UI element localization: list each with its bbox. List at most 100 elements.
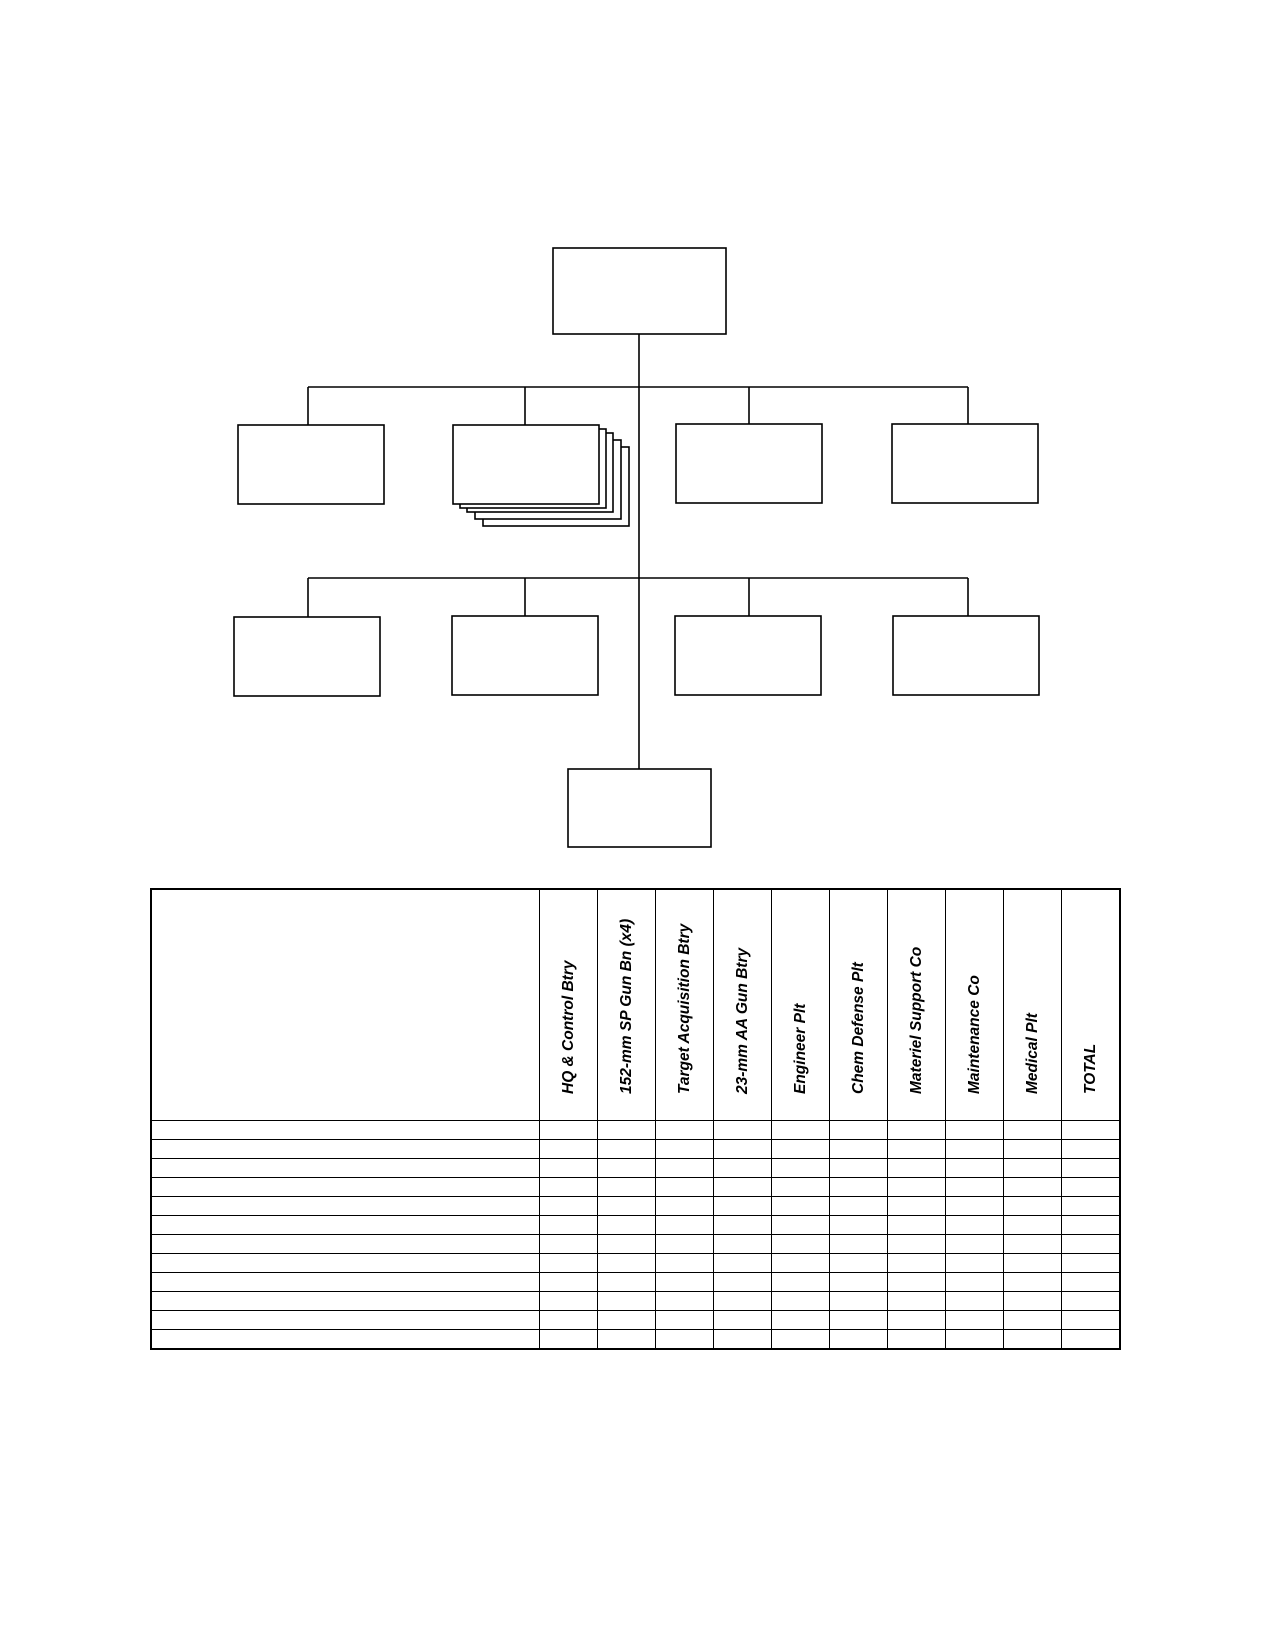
table-cell	[1061, 1139, 1121, 1159]
table-cell	[655, 1120, 714, 1140]
table-cell	[945, 1196, 1004, 1216]
table-cell	[945, 1291, 1004, 1311]
table-cell	[829, 1253, 888, 1273]
table-cell	[597, 1139, 656, 1159]
table-cell	[597, 1291, 656, 1311]
table-cell	[829, 1329, 888, 1350]
table-cell	[829, 1120, 888, 1140]
table-cell	[945, 1253, 1004, 1273]
table-cell	[1061, 1253, 1121, 1273]
table-cell	[1003, 1177, 1062, 1197]
org-box-bottom	[567, 768, 712, 848]
org-box-row1-3	[675, 423, 823, 504]
table-cell	[887, 1215, 946, 1235]
column-header: TOTAL	[1061, 888, 1121, 1121]
table-cell	[713, 1272, 772, 1292]
table-cell	[1061, 1310, 1121, 1330]
table-cell	[771, 1253, 830, 1273]
org-box-row2-3	[674, 615, 822, 696]
row-label-cell	[150, 1234, 540, 1254]
table-cell	[887, 1139, 946, 1159]
table-cell	[597, 1310, 656, 1330]
row-label-cell	[150, 1120, 540, 1140]
column-header: Chem Defense Plt	[829, 888, 888, 1121]
table-cell	[1003, 1158, 1062, 1178]
table-cell	[945, 1177, 1004, 1197]
table-cell	[1003, 1215, 1062, 1235]
table-row	[150, 1253, 1121, 1273]
table-cell	[887, 1291, 946, 1311]
table-cell	[1061, 1215, 1121, 1235]
table-cell	[539, 1177, 598, 1197]
row-label-cell	[150, 1177, 540, 1197]
table-cell	[655, 1310, 714, 1330]
org-box-row1-4	[891, 423, 1039, 504]
org-box-stack	[452, 424, 630, 527]
table-row	[150, 1139, 1121, 1159]
table-cell	[771, 1139, 830, 1159]
table-cell	[597, 1272, 656, 1292]
table-cell	[1061, 1120, 1121, 1140]
column-header-label: Engineer Plt	[791, 1003, 809, 1094]
org-box-row1-1	[237, 424, 385, 505]
table-cell	[1061, 1196, 1121, 1216]
table-cell	[771, 1310, 830, 1330]
table-cell	[1003, 1253, 1062, 1273]
org-box-top	[552, 247, 727, 335]
table-cell	[539, 1310, 598, 1330]
table-cell	[655, 1177, 714, 1197]
table-row	[150, 1158, 1121, 1178]
table-cell	[945, 1139, 1004, 1159]
column-header-label: TOTAL	[1081, 1043, 1099, 1094]
table-cell	[829, 1196, 888, 1216]
table-cell	[655, 1329, 714, 1350]
table-cell	[887, 1196, 946, 1216]
row-label-cell	[150, 1329, 540, 1350]
organization-chart	[233, 247, 1040, 848]
table-cell	[887, 1310, 946, 1330]
table-cell	[1061, 1291, 1121, 1311]
table-row	[150, 1272, 1121, 1292]
table-cell	[1061, 1158, 1121, 1178]
table-cell	[1003, 1234, 1062, 1254]
table-cell	[713, 1291, 772, 1311]
table-cell	[771, 1329, 830, 1350]
column-header-label: Medical Plt	[1023, 1013, 1041, 1094]
table-cell	[887, 1120, 946, 1140]
table-cell	[945, 1215, 1004, 1235]
table-cell	[713, 1139, 772, 1159]
row-label-cell	[150, 1310, 540, 1330]
row-label-cell	[150, 1215, 540, 1235]
table-cell	[713, 1120, 772, 1140]
table-cell	[655, 1139, 714, 1159]
org-box-row2-1	[233, 616, 381, 697]
column-header-label: Maintenance Co	[965, 975, 983, 1094]
table-cell	[1003, 1310, 1062, 1330]
table-row	[150, 1120, 1121, 1140]
column-header: HQ & Control Btry	[539, 888, 598, 1121]
row-label-cell	[150, 1272, 540, 1292]
table-cell	[945, 1272, 1004, 1292]
table-cell	[597, 1177, 656, 1197]
column-header-label: Chem Defense Plt	[849, 962, 867, 1094]
table-cell	[945, 1234, 1004, 1254]
table-cell	[539, 1272, 598, 1292]
table-cell	[829, 1139, 888, 1159]
table-cell	[1003, 1291, 1062, 1311]
column-header: 152-mm SP Gun Bn (x4)	[597, 888, 656, 1121]
table-cell	[1061, 1329, 1121, 1350]
table-cell	[713, 1329, 772, 1350]
table-cell	[771, 1120, 830, 1140]
table-cell	[597, 1196, 656, 1216]
table-cell	[539, 1234, 598, 1254]
row-label-cell	[150, 1253, 540, 1273]
table-cell	[771, 1158, 830, 1178]
column-header: Target Acquisition Btry	[655, 888, 714, 1121]
table-row	[150, 1291, 1121, 1311]
row-label-cell	[150, 1139, 540, 1159]
table-cell	[771, 1177, 830, 1197]
table-cell	[539, 1291, 598, 1311]
table-cell	[829, 1272, 888, 1292]
org-box-row2-4	[892, 615, 1040, 696]
